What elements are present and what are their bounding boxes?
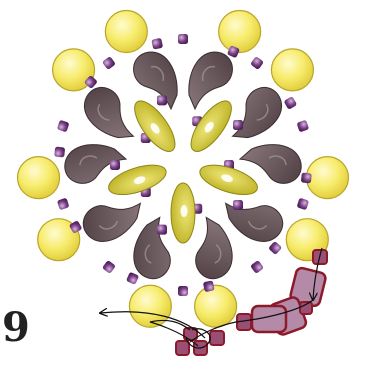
purple-seed-bead: [227, 45, 240, 58]
purple-seed-bead: [54, 146, 65, 158]
yellow-round-bead: [194, 284, 238, 328]
yellow-round-bead: [270, 48, 315, 92]
purple-seed-bead: [84, 75, 97, 89]
yellow-inner-drops: [108, 100, 258, 244]
purple-seed-bead: [203, 280, 215, 292]
yellow-inner-drop: [190, 100, 232, 152]
gray-drop-bead: [238, 144, 302, 184]
gray-drop-beads: [64, 51, 302, 280]
gray-drop-bead: [188, 51, 233, 111]
yellow-round-bead: [104, 9, 148, 54]
gray-drop-bead: [82, 202, 142, 242]
yellow-inner-drop: [108, 164, 167, 196]
purple-seed-bead: [297, 198, 309, 210]
ring-seed-beads: [54, 34, 312, 296]
yellow-round-bead: [305, 156, 350, 200]
purple-seed-bead: [301, 172, 312, 184]
purple-seed-bead: [297, 120, 309, 132]
purple-seed-bead: [251, 260, 264, 273]
thread-exit-arrow: [100, 312, 206, 339]
yellow-inner-drop: [170, 182, 196, 244]
inner-purple-seed: [156, 224, 167, 235]
purple-seed-bead: [284, 97, 297, 109]
working-thread-beads: [175, 249, 328, 356]
yellow-round-bead: [51, 48, 96, 92]
thread-path: [100, 247, 323, 349]
inner-purple-seed: [156, 95, 167, 106]
gray-drop-bead: [83, 87, 135, 139]
yellow-inner-drop: [199, 164, 258, 196]
purple-seed-bead: [57, 198, 69, 210]
yellow-round-bead: [128, 284, 172, 328]
yellow-inner-drop: [134, 100, 176, 152]
thread-arc-left: [149, 319, 199, 347]
purple-seed-bead: [69, 221, 82, 233]
working-seed-4: [209, 330, 225, 346]
thread-segment-bottom: [189, 299, 314, 343]
purple-seed-bead: [102, 57, 115, 70]
yellow-round-bead: [16, 156, 61, 200]
working-seed-2: [299, 301, 313, 315]
purple-seed-bead: [151, 38, 163, 50]
yellow-round-bead: [37, 218, 81, 262]
inner-purple-seed: [110, 160, 120, 170]
purple-seed-bead: [251, 57, 264, 70]
gray-drop-bead: [195, 216, 233, 280]
step-number: 9: [2, 304, 30, 351]
purple-seed-bead: [269, 241, 282, 255]
purple-seed-bead: [178, 34, 188, 44]
thread-loop-small: [185, 328, 211, 349]
purple-seed-bead: [57, 120, 69, 132]
thread-arrow-down: [313, 247, 323, 300]
outer-ring-beads: [16, 9, 350, 328]
purple-seed-bead: [102, 260, 115, 273]
working-seed-5: [175, 340, 190, 356]
purple-seed-bead: [178, 286, 188, 296]
yellow-round-bead: [218, 9, 262, 54]
inner-purple-seed: [233, 199, 244, 210]
inner-purple-seed: [233, 120, 244, 131]
purple-seed-bead: [126, 272, 139, 285]
